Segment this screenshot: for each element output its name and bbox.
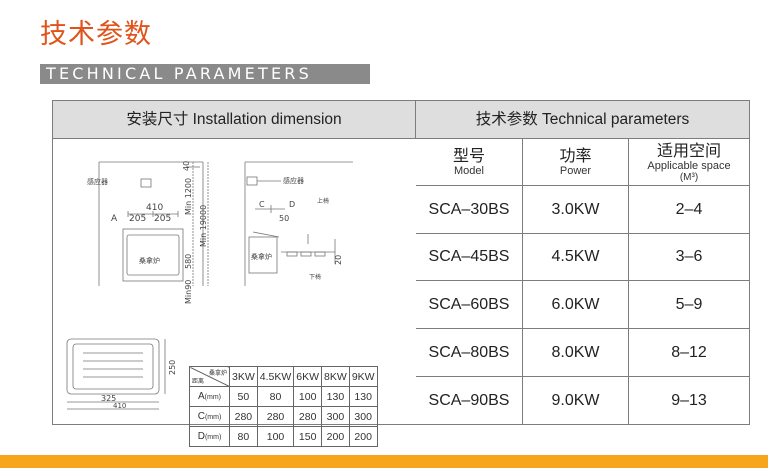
row-label-c: C(mm)	[189, 406, 230, 427]
table-row-power: 3.0KW	[523, 186, 629, 234]
table-row-power: 4.5KW	[523, 234, 629, 281]
dim-250: 250	[168, 360, 177, 375]
cell: 130	[321, 386, 350, 407]
table-row-model: SCA–60BS	[416, 281, 523, 329]
col-header-space-cn: 适用空间	[656, 140, 721, 160]
installation-diagram: 感应器 感应器 40 410 A 205 205 Min 1200 Min 19…	[66, 161, 353, 410]
dim-40: 40	[182, 161, 191, 171]
cell: 80	[256, 386, 295, 407]
cell: 280	[293, 406, 323, 427]
mini-table-header-row: 桑拿炉 距离 3KW 4.5KW 6KW 8KW 9KW	[189, 366, 378, 387]
mini-col-8kw: 8KW	[321, 366, 350, 387]
dim-min1200: Min 1200	[184, 178, 193, 215]
dim-20: 20	[334, 255, 343, 265]
mini-table-row-c: C(mm) 280 280 280 300 300	[189, 406, 378, 427]
col-header-power-cn: 功率	[559, 146, 592, 165]
table-row-space: 2–4	[629, 186, 749, 234]
mini-col-9kw: 9KW	[348, 366, 378, 387]
col-header-space: 适用空间 Applicable space (M³)	[629, 139, 749, 186]
col-header-space-unit: (M³)	[679, 171, 699, 183]
table-row-power: 8.0KW	[523, 329, 629, 377]
cell: 200	[321, 426, 350, 447]
stove-label-left: 桑拿炉	[139, 256, 160, 265]
spec-table: 安装尺寸 Installation dimension 技术参数 Technic…	[52, 100, 750, 447]
col-header-model-en: Model	[454, 165, 484, 177]
corner-top-label: 桑拿炉	[208, 371, 227, 377]
mini-table-corner: 桑拿炉 距离	[189, 366, 230, 387]
table-row-model: SCA–45BS	[416, 234, 523, 281]
dim-410: 410	[146, 203, 163, 213]
corner-bottom-label: 距离	[192, 379, 205, 385]
dim-205-a: 205	[129, 214, 146, 224]
col-header-power: 功率 Power	[523, 139, 629, 186]
table-row-power: 6.0KW	[523, 281, 629, 329]
table-row-space: 8–12	[629, 329, 749, 377]
col-header-model-cn: 型号	[452, 146, 485, 165]
installation-drawing: 感应器 感应器 40 410 A 205 205 Min 1200 Min 19…	[53, 139, 416, 447]
table-row-power: 9.0KW	[523, 377, 629, 424]
table-row-space: 3–6	[629, 234, 749, 281]
bottom-accent-bar	[0, 455, 768, 468]
dim-410-bottom: 410	[113, 402, 126, 410]
cell: 200	[348, 426, 378, 447]
table-row-model: SCA–30BS	[416, 186, 523, 234]
mini-col-45kw: 4.5KW	[256, 366, 295, 387]
technical-header: 技术参数 Technical parameters	[416, 101, 749, 139]
table-row-model: SCA–90BS	[416, 377, 523, 424]
mini-table-row-a: A(mm) 50 80 100 130 130	[189, 386, 378, 407]
mini-col-6kw: 6KW	[293, 366, 323, 387]
row-label-a: A(mm)	[189, 386, 230, 407]
cell: 280	[229, 406, 258, 427]
cell: 280	[256, 406, 295, 427]
dim-50: 50	[279, 214, 289, 223]
sensor-label-right: 感应器	[283, 176, 304, 185]
dim-a-label: A	[111, 214, 118, 224]
cell: 150	[293, 426, 323, 447]
dim-205-b: 205	[154, 214, 171, 224]
page-title: 技术参数	[40, 19, 152, 50]
table-row-space: 9–13	[671, 391, 707, 409]
sensor-label-left: 感应器	[87, 177, 108, 186]
row-label-d: D(mm)	[189, 426, 230, 447]
dim-min19000: Min 19000	[199, 205, 208, 247]
page-subtitle: TECHNICAL PARAMETERS	[46, 64, 312, 83]
dim-325: 325	[101, 394, 116, 403]
cell: 130	[348, 386, 378, 407]
dim-580: 580	[184, 254, 193, 269]
dim-min90: Min90	[184, 280, 193, 304]
parameters-grid: 型号 Model 功率 Power 适用空间 Applicable space …	[416, 139, 749, 424]
heater-dimension-table: 桑拿炉 距离 3KW 4.5KW 6KW 8KW 9KW A(mm) 50 80…	[189, 366, 378, 447]
cell: 300	[321, 406, 350, 427]
cell: 100	[293, 386, 323, 407]
mini-col-3kw: 3KW	[229, 366, 258, 387]
installation-header: 安装尺寸 Installation dimension	[53, 101, 416, 139]
col-header-space-en: Applicable space	[647, 159, 731, 172]
cell: 80	[229, 426, 258, 447]
cell: 300	[348, 406, 378, 427]
col-header-model: 型号 Model	[416, 139, 523, 186]
cell: 100	[256, 426, 295, 447]
lower-bench-label: 下椅	[309, 273, 321, 281]
col-header-power-en: Power	[559, 165, 592, 177]
dim-d-label: D	[289, 200, 295, 209]
table-row-model: SCA–80BS	[416, 329, 523, 377]
table-row-space: 5–9	[629, 281, 749, 329]
subtitle-bar	[40, 64, 370, 84]
cell: 50	[229, 386, 258, 407]
stove-label-right: 桑拿炉	[251, 252, 272, 261]
upper-bench-label: 上椅	[317, 197, 329, 205]
dim-c-label: C	[259, 200, 265, 209]
mini-table-row-d: D(mm) 80 100 150 200 200	[189, 426, 378, 447]
